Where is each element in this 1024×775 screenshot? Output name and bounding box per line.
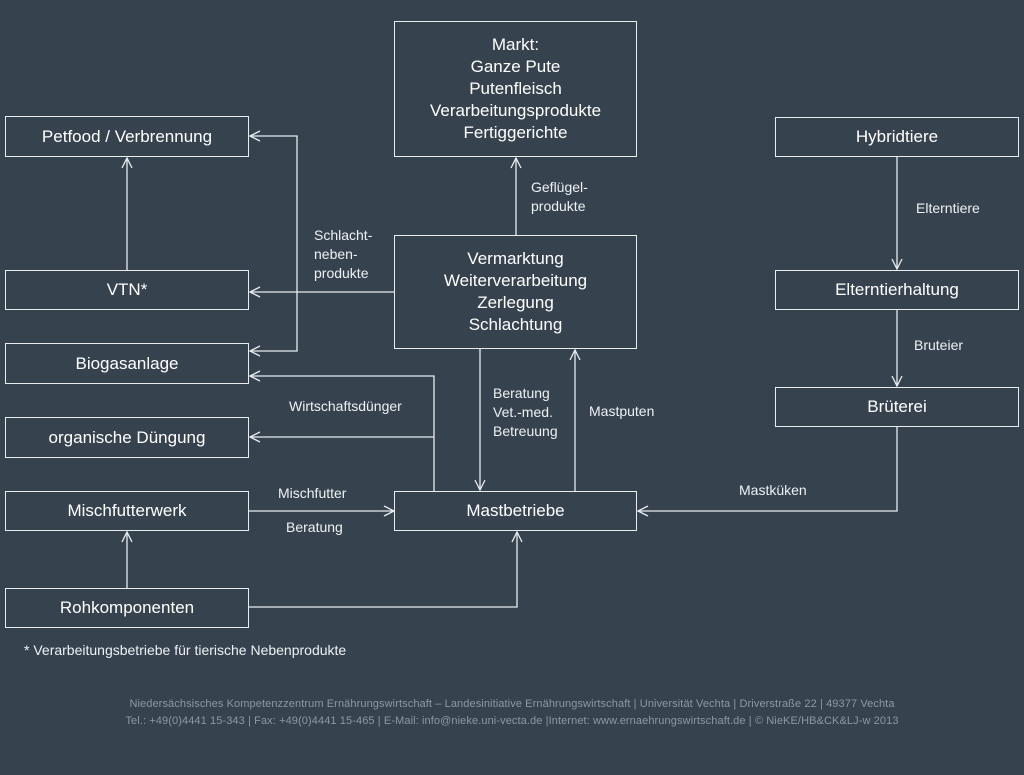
box-hybridtiere: Hybridtiere [775, 117, 1019, 157]
label-beratung-vet-line-2: Vet.-med. [493, 404, 553, 420]
vermarktung-line-1: Vermarktung [467, 249, 564, 268]
label-beratung: Beratung [286, 519, 343, 535]
label-schlacht-line-3: produkte [314, 265, 369, 281]
label-mastkueken: Mastküken [739, 482, 807, 498]
arrow-schlacht-to-biogas [250, 292, 298, 351]
label-beratung-vet-line-1: Beratung [493, 385, 550, 401]
label-beratung-vet-line-3: Betreuung [493, 423, 558, 439]
markt-line-5: Fertiggerichte [463, 123, 568, 142]
arrow-roh-to-mast [249, 532, 517, 608]
label-schlacht-line-2: neben- [314, 246, 358, 262]
label-gefluegelprodukte: Geflügel- produkte [531, 178, 588, 216]
arrow-mast-to-biogas [250, 376, 435, 491]
markt-line-4: Verarbeitungsprodukte [429, 101, 602, 120]
label-gefluegel-line-1: Geflügel- [531, 179, 588, 195]
box-mischfutterwerk: Mischfutterwerk [5, 491, 249, 531]
vermarktung-line-2: Weiterverarbeitung [443, 271, 588, 290]
markt-line-3: Putenfleisch [469, 79, 562, 98]
label-schlachtnebenprodukte: Schlacht- neben- produkte [314, 226, 372, 283]
label-gefluegel-line-2: produkte [531, 198, 586, 214]
box-brueterei: Brüterei [775, 387, 1019, 427]
label-wirtschaftsduenger: Wirtschaftsdünger [289, 398, 402, 414]
label-mischfutter: Mischfutter [278, 485, 347, 501]
label-bruteier: Bruteier [914, 337, 964, 353]
box-markt: Markt: Ganze Pute Putenfleisch Verarbeit… [394, 21, 637, 157]
vermarktung-line-3: Zerlegung [477, 293, 554, 312]
box-organische-duengung: organische Düngung [5, 417, 249, 458]
box-vtn: VTN* [5, 270, 249, 310]
markt-line-2: Ganze Pute [470, 57, 561, 76]
footer-line-2: Tel.: +49(0)4441 15-343 | Fax: +49(0)444… [125, 715, 899, 727]
label-beratung-vet: Beratung Vet.-med. Betreuung [493, 384, 558, 441]
markt-line-1: Markt: [491, 35, 540, 54]
box-mastbetriebe: Mastbetriebe [394, 491, 637, 531]
box-rohkomponenten: Rohkomponenten [5, 588, 249, 628]
vermarktung-line-4: Schlachtung [468, 315, 563, 334]
box-petfood: Petfood / Verbrennung [5, 116, 249, 157]
label-elterntiere: Elterntiere [916, 200, 980, 216]
label-schlacht-line-1: Schlacht- [314, 227, 373, 243]
arrow-schlacht-to-petfood [250, 136, 298, 292]
footer-line-1: Niedersächsisches Kompetenzzentrum Ernäh… [129, 698, 895, 710]
footnote: * Verarbeitungsbetriebe für tierische Ne… [24, 642, 347, 658]
box-biogasanlage: Biogasanlage [5, 343, 249, 384]
label-mastputen: Mastputen [589, 403, 655, 419]
box-vermarktung: Vermarktung Weiterverarbeitung Zerlegung… [394, 235, 637, 349]
box-elterntierhaltung: Elterntierhaltung [775, 270, 1019, 310]
arrow-brueterei-to-mast [638, 427, 898, 511]
